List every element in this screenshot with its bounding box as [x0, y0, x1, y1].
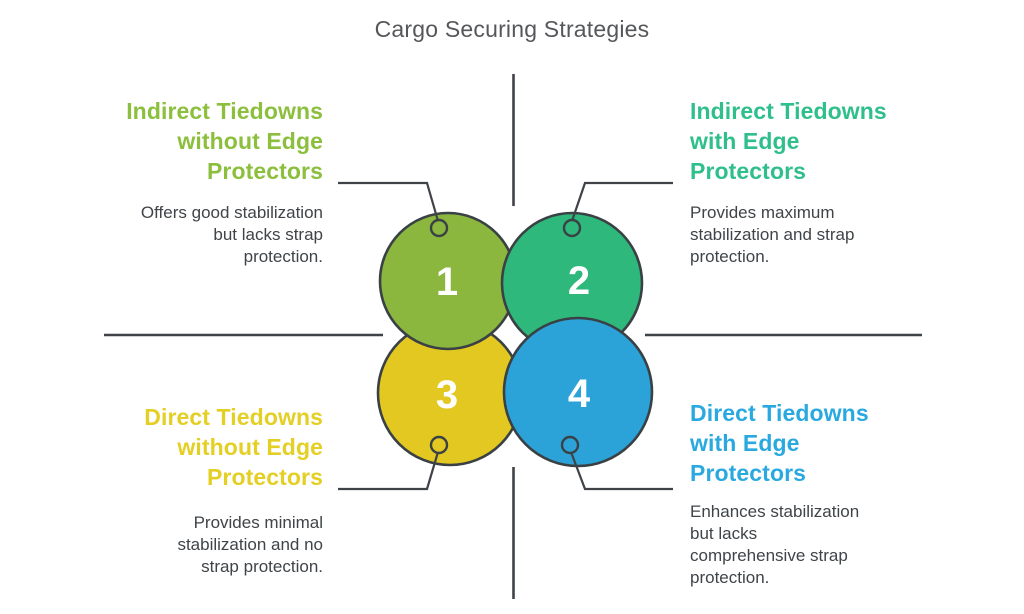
- heading-line: without Edge: [177, 128, 323, 154]
- connector-bottom-right: [569, 451, 673, 491]
- description-line: but lacks strap: [213, 225, 323, 244]
- description-line: protection.: [243, 247, 323, 266]
- circle-number-1: 1: [436, 260, 458, 304]
- heading-line: Direct Tiedowns: [690, 400, 869, 426]
- quadrant-heading-bottom-left: Direct Tiedowns without Edge Protectors: [40, 402, 323, 492]
- connector-bottom-left: [338, 451, 440, 491]
- heading-line: Protectors: [690, 460, 807, 486]
- heading-line: Indirect Tiedowns: [126, 98, 323, 124]
- quadrant-description-top-right: Provides maximum stabilization and strap…: [690, 202, 980, 268]
- circle-number-3: 3: [436, 373, 458, 417]
- strategy-circle-4: [502, 316, 654, 468]
- heading-line: Protectors: [206, 158, 323, 184]
- description-line: protection.: [690, 568, 770, 587]
- description-line: stabilization and no: [177, 535, 323, 554]
- heading-line: with Edge: [690, 430, 800, 456]
- quadrant-description-bottom-right: Enhances stabilization but lacks compreh…: [690, 501, 980, 589]
- description-line: Enhances stabilization: [690, 502, 860, 521]
- anchor-dot-3: [429, 435, 449, 455]
- heading-line: Indirect Tiedowns: [690, 98, 887, 124]
- quadrant-block-top-left: Indirect Tiedowns without Edge Protector…: [40, 96, 323, 268]
- heading-line: Protectors: [690, 158, 807, 184]
- page-title: Cargo Securing Strategies: [374, 16, 650, 42]
- quadrant-block-bottom-left: Direct Tiedowns without Edge Protectors …: [40, 402, 323, 578]
- description-line: Offers good stabilization: [140, 203, 323, 222]
- description-line: protection.: [690, 247, 770, 266]
- description-line: Provides minimal: [193, 513, 323, 532]
- quadrant-block-bottom-right: Direct Tiedowns with Edge Protectors Enh…: [690, 398, 980, 589]
- heading-line: Direct Tiedowns: [144, 404, 323, 430]
- connector-top-right: [570, 181, 673, 222]
- quadrant-description-top-left: Offers good stabilization but lacks stra…: [40, 202, 323, 268]
- heading-line: with Edge: [690, 128, 800, 154]
- heading-line: Protectors: [206, 464, 323, 490]
- anchor-dot-4: [560, 435, 580, 455]
- description-line: but lacks: [690, 524, 758, 543]
- quadrant-heading-bottom-right: Direct Tiedowns with Edge Protectors: [690, 398, 980, 488]
- connector-top-left: [338, 181, 440, 222]
- quadrant-heading-top-left: Indirect Tiedowns without Edge Protector…: [40, 96, 323, 186]
- description-line: strap protection.: [201, 557, 323, 576]
- anchor-dot-2: [562, 218, 582, 238]
- description-line: comprehensive strap: [690, 546, 848, 565]
- anchor-dot-1: [429, 218, 449, 238]
- description-line: stabilization and strap: [690, 225, 855, 244]
- quadrant-block-top-right: Indirect Tiedowns with Edge Protectors P…: [690, 96, 980, 268]
- quadrant-description-bottom-left: Provides minimal stabilization and no st…: [40, 512, 323, 578]
- circle-number-2: 2: [568, 259, 590, 303]
- heading-line: without Edge: [177, 434, 323, 460]
- description-line: Provides maximum: [690, 203, 835, 222]
- circle-number-4: 4: [568, 372, 591, 416]
- quadrant-heading-top-right: Indirect Tiedowns with Edge Protectors: [690, 96, 980, 186]
